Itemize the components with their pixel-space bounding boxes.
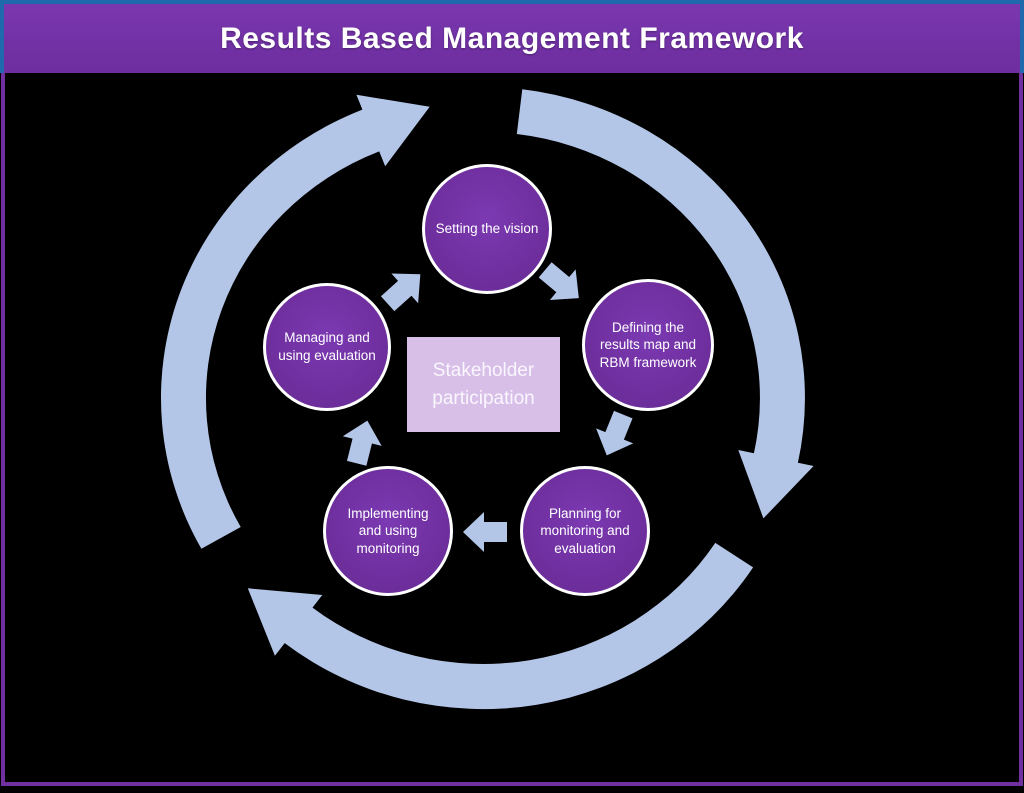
step-arrow-defining-to-planning-icon [596,410,634,456]
node-label: Defining the results map and RBM framewo… [599,319,697,370]
center-stakeholder-participation-box: Stakeholder participation [407,337,560,432]
cycle-arc-arrow-bottom-icon [247,542,754,710]
step-arrow-managing-to-setting-icon [380,273,421,312]
node-managing-using-evaluation: Managing and using evaluation [263,283,391,411]
node-setting-the-vision: Setting the vision [422,164,552,294]
step-arrow-setting-to-defining-icon [538,262,579,300]
page-title: Results Based Management Framework [220,21,804,55]
step-arrow-planning-to-implementing-icon [463,512,507,552]
node-implementing-using-monitoring: Implementing and using monitoring [323,466,453,596]
cycle-arc-arrow-right-icon [516,89,814,519]
node-label: Setting the vision [435,221,539,237]
center-label: Stakeholder participation [432,359,535,409]
node-label: Managing and using evaluation [278,330,376,363]
node-planning-monitoring-evaluation: Planning for monitoring and evaluation [520,466,650,596]
node-defining-results-map: Defining the results map and RBM framewo… [582,279,714,411]
title-bar: Results Based Management Framework [0,0,1024,73]
step-arrow-implementing-to-managing-icon [342,420,382,466]
node-label: Planning for monitoring and evaluation [540,505,630,556]
node-label: Implementing and using monitoring [347,505,429,556]
cycle-arc-arrow-left-icon [160,94,430,549]
